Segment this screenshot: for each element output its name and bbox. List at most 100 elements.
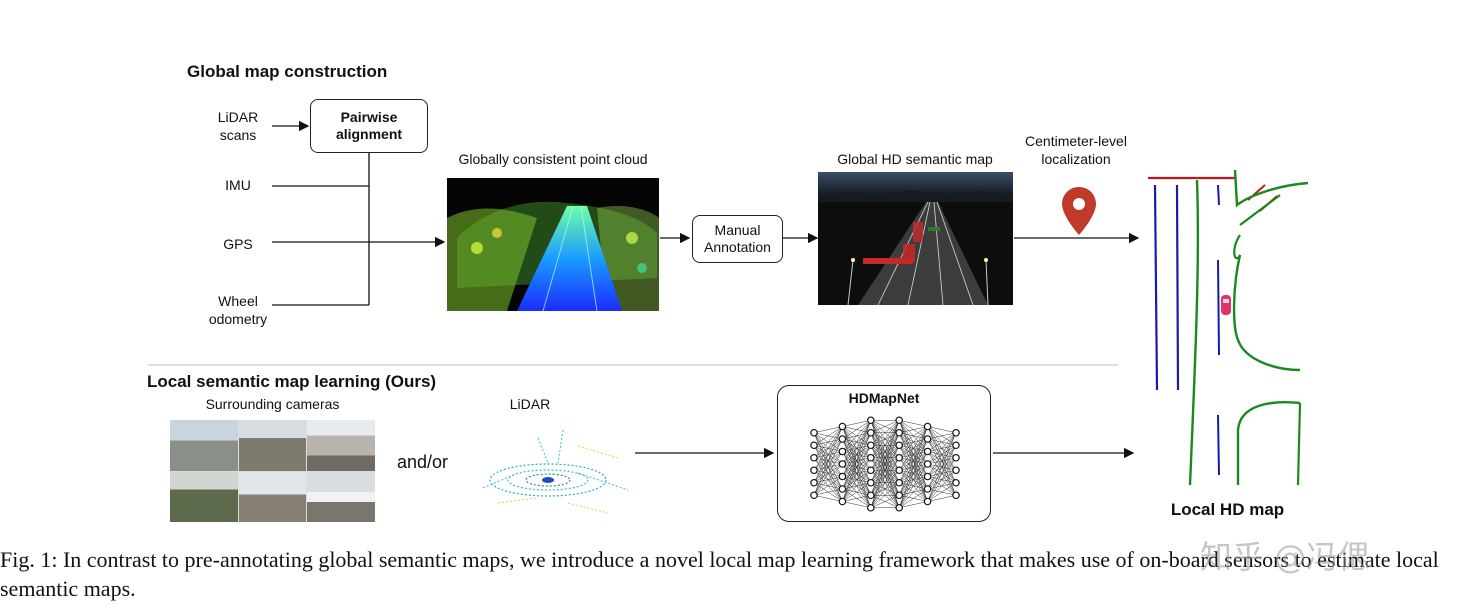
nn-node <box>867 503 875 512</box>
nn-edge <box>927 470 957 502</box>
nn-edge <box>927 426 957 433</box>
nn-edge <box>870 445 900 508</box>
nn-node <box>895 491 904 500</box>
nn-edge <box>842 420 871 427</box>
nn-edge <box>927 495 957 502</box>
nn-edge <box>842 420 871 440</box>
point-cloud-image <box>447 178 659 311</box>
nn-edge <box>870 420 900 446</box>
camera-back-left <box>170 471 238 522</box>
nn-edge <box>842 501 871 508</box>
nn-node <box>838 497 847 506</box>
nn-edge <box>927 445 957 502</box>
nn-edge <box>870 495 900 508</box>
nn-node <box>867 453 875 462</box>
nn-edge <box>927 432 957 465</box>
nn-edge <box>870 420 900 471</box>
nn-edge <box>870 420 900 508</box>
nn-node <box>867 466 875 475</box>
nn-node <box>838 485 847 493</box>
input-gps: GPS <box>223 236 253 252</box>
nn-node <box>923 447 932 456</box>
surrounding-cameras-image <box>170 420 375 522</box>
nn-edge <box>842 420 872 465</box>
nn-edge <box>899 426 928 446</box>
nn-edge <box>870 482 900 508</box>
nn-node <box>838 460 847 468</box>
nn-edge <box>842 420 872 477</box>
nn-edge <box>870 420 900 496</box>
nn-node <box>895 416 904 425</box>
nn-edge <box>813 426 843 433</box>
nn-edge <box>927 457 957 502</box>
nn-edge <box>870 432 900 508</box>
nn-edge <box>927 432 957 452</box>
nn-node <box>923 460 932 468</box>
nn-edge <box>899 501 928 508</box>
nn-edge <box>813 438 843 496</box>
nn-node <box>810 441 818 450</box>
nn-node <box>923 472 932 481</box>
nn-edge <box>870 420 900 433</box>
nn-node <box>952 478 960 487</box>
camera-front-left <box>170 420 238 471</box>
camera-front <box>238 420 307 471</box>
lidar-label: LiDAR <box>509 396 551 412</box>
nn-node <box>895 428 904 437</box>
nn-edge <box>842 420 872 502</box>
nn-edge <box>899 426 928 458</box>
nn-edge <box>842 420 871 452</box>
camera-back-right <box>307 471 375 522</box>
nn-edge <box>842 432 872 502</box>
nn-edge <box>813 495 843 502</box>
nn-node <box>895 503 904 512</box>
nn-edge <box>898 463 928 508</box>
nn-node <box>952 453 960 462</box>
nn-edge <box>813 463 843 496</box>
nn-edge <box>813 426 843 471</box>
nn-edge <box>899 476 928 508</box>
camera-front-right <box>307 420 375 471</box>
nn-edge <box>927 432 957 502</box>
nn-node <box>838 422 847 431</box>
nn-node <box>923 497 932 506</box>
nn-edge <box>899 488 928 508</box>
semantic-map-label: Global HD semantic map <box>837 151 993 167</box>
nn-edge <box>813 476 843 496</box>
nn-edge <box>842 470 871 502</box>
nn-node <box>895 453 904 462</box>
nn-node <box>895 441 904 450</box>
nn-edge <box>899 420 928 427</box>
nn-node <box>810 428 818 437</box>
local-hd-map-label: Local HD map <box>1170 500 1285 519</box>
nn-edge <box>813 426 843 446</box>
nn-edge <box>813 488 843 496</box>
nn-edge <box>927 432 957 440</box>
nn-edge <box>813 451 843 496</box>
global-section-title: Global map construction <box>187 62 388 81</box>
nn-edge <box>842 445 872 502</box>
neural-network-icon <box>810 416 960 512</box>
nn-node <box>923 435 932 443</box>
cameras-label: Surrounding cameras <box>205 396 340 412</box>
nn-edge <box>899 426 928 433</box>
nn-edge <box>842 457 872 502</box>
nn-node <box>838 447 847 456</box>
nn-edge <box>813 426 843 483</box>
local-hd-map-drawing <box>1148 169 1309 486</box>
nn-edge <box>898 426 928 471</box>
nn-node <box>895 466 904 475</box>
nn-edge <box>813 426 843 458</box>
lidar-scan-image <box>482 429 629 514</box>
and-or-label: and/or <box>397 452 449 472</box>
nn-edge <box>842 495 871 502</box>
input-imu: IMU <box>225 177 251 193</box>
